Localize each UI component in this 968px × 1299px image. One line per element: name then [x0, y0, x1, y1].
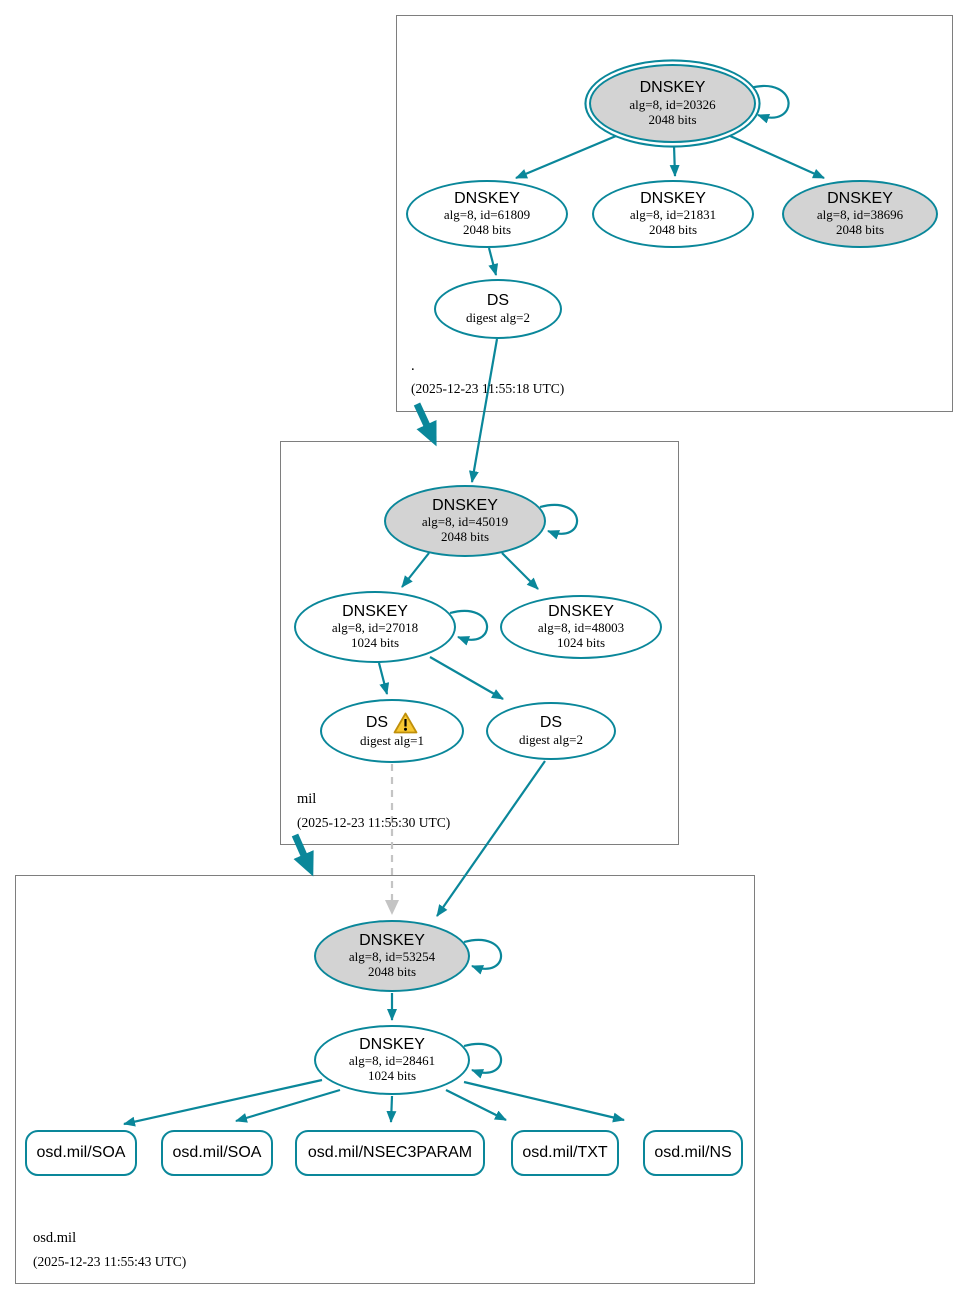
dnskey-bits: 1024 bits [556, 635, 606, 651]
dnskey-bits: 1024 bits [350, 635, 400, 651]
edge-zsk27018-selfsign [449, 609, 489, 646]
dnskey-bits: 2048 bits [440, 529, 490, 545]
dnskey-alg-id: alg=8, id=48003 [537, 620, 625, 636]
edge-zsk61809-to-ds [487, 247, 499, 276]
zone-box-osd-mil [15, 875, 755, 1284]
dnskey-node-53254[interactable]: DNSKEY alg=8, id=53254 2048 bits [314, 920, 470, 992]
dnskey-alg-id: alg=8, id=61809 [443, 207, 531, 223]
edge-mil-ksk-to-zsk27018 [401, 552, 430, 588]
warning-triangle-icon [393, 712, 418, 733]
edge-zsk28461-to-ns [463, 1080, 625, 1123]
dnskey-bits: 1024 bits [367, 1068, 417, 1084]
rrset-osd-mil-txt[interactable]: osd.mil/TXT [511, 1130, 619, 1176]
edge-root-ksk-to-zsk21831 [669, 144, 680, 177]
edge-zsk28461-to-txt [445, 1089, 507, 1121]
dnskey-alg-id: alg=8, id=27018 [331, 620, 419, 636]
zone-timestamp-root: (2025-12-23 11:55:18 UTC) [411, 381, 565, 396]
dnskey-bits: 2048 bits [648, 111, 697, 127]
dnskey-node-21831[interactable]: DNSKEY alg=8, id=21831 2048 bits [592, 180, 754, 248]
rrset-label: osd.mil/NS [654, 1144, 732, 1161]
edge-mil-ksk-to-zsk48003 [501, 552, 539, 590]
rrset-osd-mil-ns[interactable]: osd.mil/NS [643, 1130, 743, 1176]
ds-node-root[interactable]: DS digest alg=2 [434, 279, 562, 339]
dnskey-title: DNSKEY [359, 931, 425, 949]
ds-digest-alg: digest alg=2 [465, 309, 531, 325]
dnskey-title: DNSKEY [640, 189, 706, 207]
edge-zsk28461-to-soa1 [123, 1078, 323, 1127]
zone-label-mil: mil [297, 791, 317, 807]
rrset-label: osd.mil/TXT [522, 1144, 608, 1161]
dnskey-title: DNSKEY [342, 602, 408, 620]
rrset-osd-mil-soa-2[interactable]: osd.mil/SOA [161, 1130, 273, 1176]
rrset-label: osd.mil/SOA [172, 1144, 262, 1161]
edge-zsk27018-to-ds2 [429, 656, 504, 700]
rrset-label: osd.mil/NSEC3PARAM [307, 1144, 473, 1161]
dnskey-title: DNSKEY [639, 79, 706, 97]
dnskey-bits: 2048 bits [648, 222, 698, 238]
edge-root-ksk-selfsign [749, 85, 790, 124]
edge-root-ksk-to-zsk38696 [727, 133, 825, 180]
rrset-osd-mil-soa-1[interactable]: osd.mil/SOA [25, 1130, 137, 1176]
rrset-label: osd.mil/SOA [36, 1144, 126, 1161]
dnskey-title: DNSKEY [548, 602, 614, 620]
edge-zsk28461-to-soa2 [235, 1088, 341, 1123]
dnskey-title: DNSKEY [359, 1035, 425, 1053]
dnskey-bits: 2048 bits [367, 964, 417, 980]
dnskey-alg-id: alg=8, id=20326 [629, 96, 716, 112]
edge-delegation-mil-to-osd [291, 833, 314, 877]
edge-mil-ds2-to-osd-ksk [436, 760, 546, 917]
ds-node-mil-alg1[interactable]: DS digest alg=1 [320, 699, 464, 763]
zone-label-root: . [411, 358, 415, 374]
dnskey-node-20326[interactable]: DNSKEY alg=8, id=20326 2048 bits [589, 64, 756, 143]
dnskey-title: DNSKEY [827, 189, 893, 207]
edge-root-ds-to-mil-ksk [468, 338, 499, 483]
ds-node-mil-alg2[interactable]: DS digest alg=2 [486, 702, 616, 760]
dnskey-node-48003[interactable]: DNSKEY alg=8, id=48003 1024 bits [500, 595, 662, 659]
ds-title: DS [539, 714, 563, 732]
dnskey-bits: 2048 bits [462, 222, 512, 238]
zone-box-root [396, 15, 953, 412]
ds-digest-alg: digest alg=1 [359, 732, 425, 748]
dnskey-alg-id: alg=8, id=53254 [348, 949, 436, 965]
zone-timestamp-mil: (2025-12-23 11:55:30 UTC) [297, 815, 451, 830]
dnskey-node-27018[interactable]: DNSKEY alg=8, id=27018 1024 bits [294, 591, 456, 663]
edge-zsk27018-to-ds1 [377, 662, 390, 695]
edge-osd-ksk-selfsign [463, 938, 503, 975]
dnskey-node-28461[interactable]: DNSKEY alg=8, id=28461 1024 bits [314, 1025, 470, 1095]
dnskey-title: DNSKEY [432, 496, 498, 514]
ds-title: DS [486, 292, 510, 310]
ds-digest-alg: digest alg=2 [518, 731, 584, 747]
edge-delegation-root-to-mil [413, 402, 437, 447]
zone-label-osd-mil: osd.mil [33, 1230, 77, 1246]
dnskey-alg-id: alg=8, id=38696 [816, 207, 904, 223]
dnskey-alg-id: alg=8, id=45019 [421, 514, 509, 530]
dnskey-node-45019[interactable]: DNSKEY alg=8, id=45019 2048 bits [384, 485, 546, 557]
dnskey-node-61809[interactable]: DNSKEY alg=8, id=61809 2048 bits [406, 180, 568, 248]
edge-mil-ksk-selfsign [539, 503, 579, 540]
edge-zsk28461-to-nsec3param [386, 1095, 397, 1123]
dnskey-alg-id: alg=8, id=28461 [348, 1053, 436, 1069]
edge-zsk28461-selfsign [463, 1042, 503, 1079]
zone-timestamp-osd-mil: (2025-12-23 11:55:43 UTC) [33, 1254, 187, 1269]
dnskey-title: DNSKEY [454, 189, 520, 207]
dnskey-node-38696[interactable]: DNSKEY alg=8, id=38696 2048 bits [782, 180, 938, 248]
dnskey-alg-id: alg=8, id=21831 [629, 207, 717, 223]
ds-title: DS [365, 714, 389, 732]
edge-root-ksk-to-zsk61809 [515, 134, 617, 180]
dnskey-bits: 2048 bits [835, 222, 885, 238]
rrset-osd-mil-nsec3param[interactable]: osd.mil/NSEC3PARAM [295, 1130, 485, 1176]
